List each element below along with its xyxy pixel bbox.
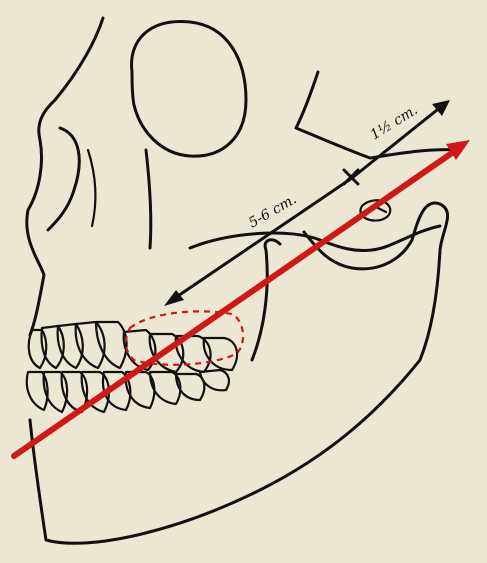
junction-tick — [344, 170, 358, 184]
zygomatic-contour — [146, 150, 151, 248]
nasal-aperture — [48, 128, 79, 230]
short-distance-label: 1½ cm. — [368, 102, 421, 143]
nasal-line — [88, 150, 95, 226]
upper-teeth — [29, 322, 237, 372]
styloid-line — [378, 208, 386, 212]
temporal-line — [296, 72, 460, 158]
needle-line — [14, 146, 462, 456]
long-distance-label: 5-6 cm. — [246, 191, 300, 231]
orbit-outline — [132, 22, 246, 157]
coronoid-process — [252, 240, 280, 360]
skull-outline — [27, 18, 103, 335]
